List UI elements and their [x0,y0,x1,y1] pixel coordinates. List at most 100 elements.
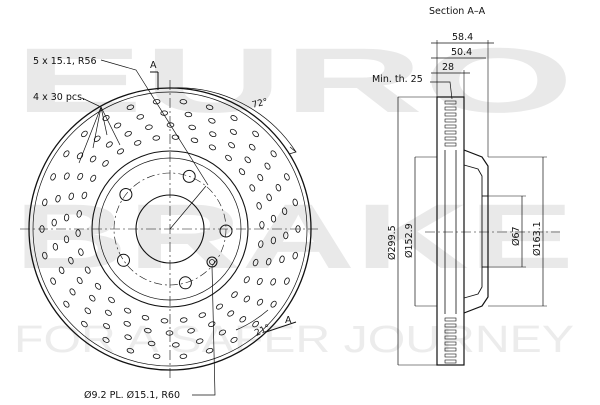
min-thickness-leader [430,81,453,100]
drill-hole [198,312,206,318]
dia-hat-label: Ø152.9 [404,223,415,258]
drill-hole [256,277,263,286]
watermark: EURO BRAKE FOR A SAFER JOURNEY [14,30,574,361]
drill-hole [78,248,84,256]
angle-21-arc [235,309,269,331]
dim-hat-label: 50.4 [451,47,472,58]
drill-hole [134,140,142,146]
drill-hole [179,99,188,105]
drill-hole [266,193,272,202]
vent-slot [444,317,457,322]
drill-hole [89,294,96,302]
drill-hole [145,124,153,130]
drill-hole [270,150,277,158]
drill-hole [105,141,113,148]
drill-hole [76,210,82,218]
drill-hole [229,128,237,135]
vent-slot [444,118,457,123]
drill-hole [281,207,288,215]
drill-hole [248,143,256,151]
angle-72-arc [169,87,297,153]
drill-rows-leader-4 [78,106,102,164]
dim-overall-label: 58.4 [452,32,473,43]
drill-hole [81,320,88,328]
drill-hole [52,243,59,251]
drill-hole [258,240,264,248]
drill-hole [257,173,264,182]
drill-hole [179,353,188,359]
drill-hole [265,257,272,266]
bolt-holes-label: 5 x 15.1, R56 [33,56,97,67]
vent-slot [444,100,457,105]
drill-rows-label: 4 x 30 pcs. [33,92,85,103]
drill-hole [126,347,135,354]
angle-72-arrow [288,146,297,155]
section-title: Section A–A [429,6,486,17]
drill-hole [90,174,97,182]
drill-hole [270,214,277,223]
bolt-hole [178,276,192,290]
drill-hole [94,282,102,290]
drill-rows-leader-2 [100,106,108,136]
vent-slot [444,353,457,358]
vent-slot [444,112,457,117]
drill-hole [195,338,204,344]
drill-hole [102,160,109,167]
vent-slot [444,341,457,346]
vent-slot [444,106,457,111]
hub-holes-label: Ø9.2 PL. Ø15.1, R60 [84,390,180,400]
section-marker-top: A [150,60,157,71]
drill-hole [264,162,271,170]
drill-hole [252,320,259,328]
drill-holes [39,99,301,359]
callout-leaders [78,59,216,396]
drill-hole [103,323,111,330]
drill-hole [205,104,214,111]
drill-hole [179,317,188,323]
drill-hole [238,168,246,176]
radius-leader [169,185,207,230]
drill-hole [102,115,110,122]
drill-hole [239,316,247,323]
drill-hole [136,114,145,120]
drill-hole [84,266,91,274]
vent-slot [444,335,457,340]
drill-hole [124,334,132,340]
drill-hole [63,300,70,308]
drill-hole [42,198,48,207]
watermark-tagline: FOR A SAFER JOURNEY [14,319,574,361]
drill-hole [147,340,156,347]
drill-hole [51,218,57,227]
drill-hole [63,150,70,158]
drill-hole [84,307,92,315]
hub-hole-inner [209,259,215,265]
dia-hub-label: Ø163.1 [532,221,543,256]
drill-hole [218,329,226,336]
drill-hole [63,172,70,180]
drill-hole [279,255,285,264]
drill-hole [243,276,250,284]
dim-thickness-label: 28 [442,62,454,73]
drill-hole [124,307,132,314]
drill-hole [160,318,169,324]
drill-hole [270,300,277,308]
vent-slot [444,359,457,364]
drill-hole [165,330,174,336]
vent-slot [444,124,457,129]
drill-hole [230,336,238,343]
drill-hole [188,124,196,131]
drill-hole [275,184,282,192]
min-thickness-label: Min. th. 25 [372,74,423,85]
drill-hole [55,194,61,203]
drill-hole [76,276,83,285]
bolt-hole [117,253,130,267]
vent-slot [444,323,457,328]
drill-hole [50,173,56,181]
drill-hole [102,336,110,343]
drill-hole [141,314,150,321]
drill-hole [252,130,259,138]
drill-hole [172,342,180,348]
drill-hole [63,213,70,222]
